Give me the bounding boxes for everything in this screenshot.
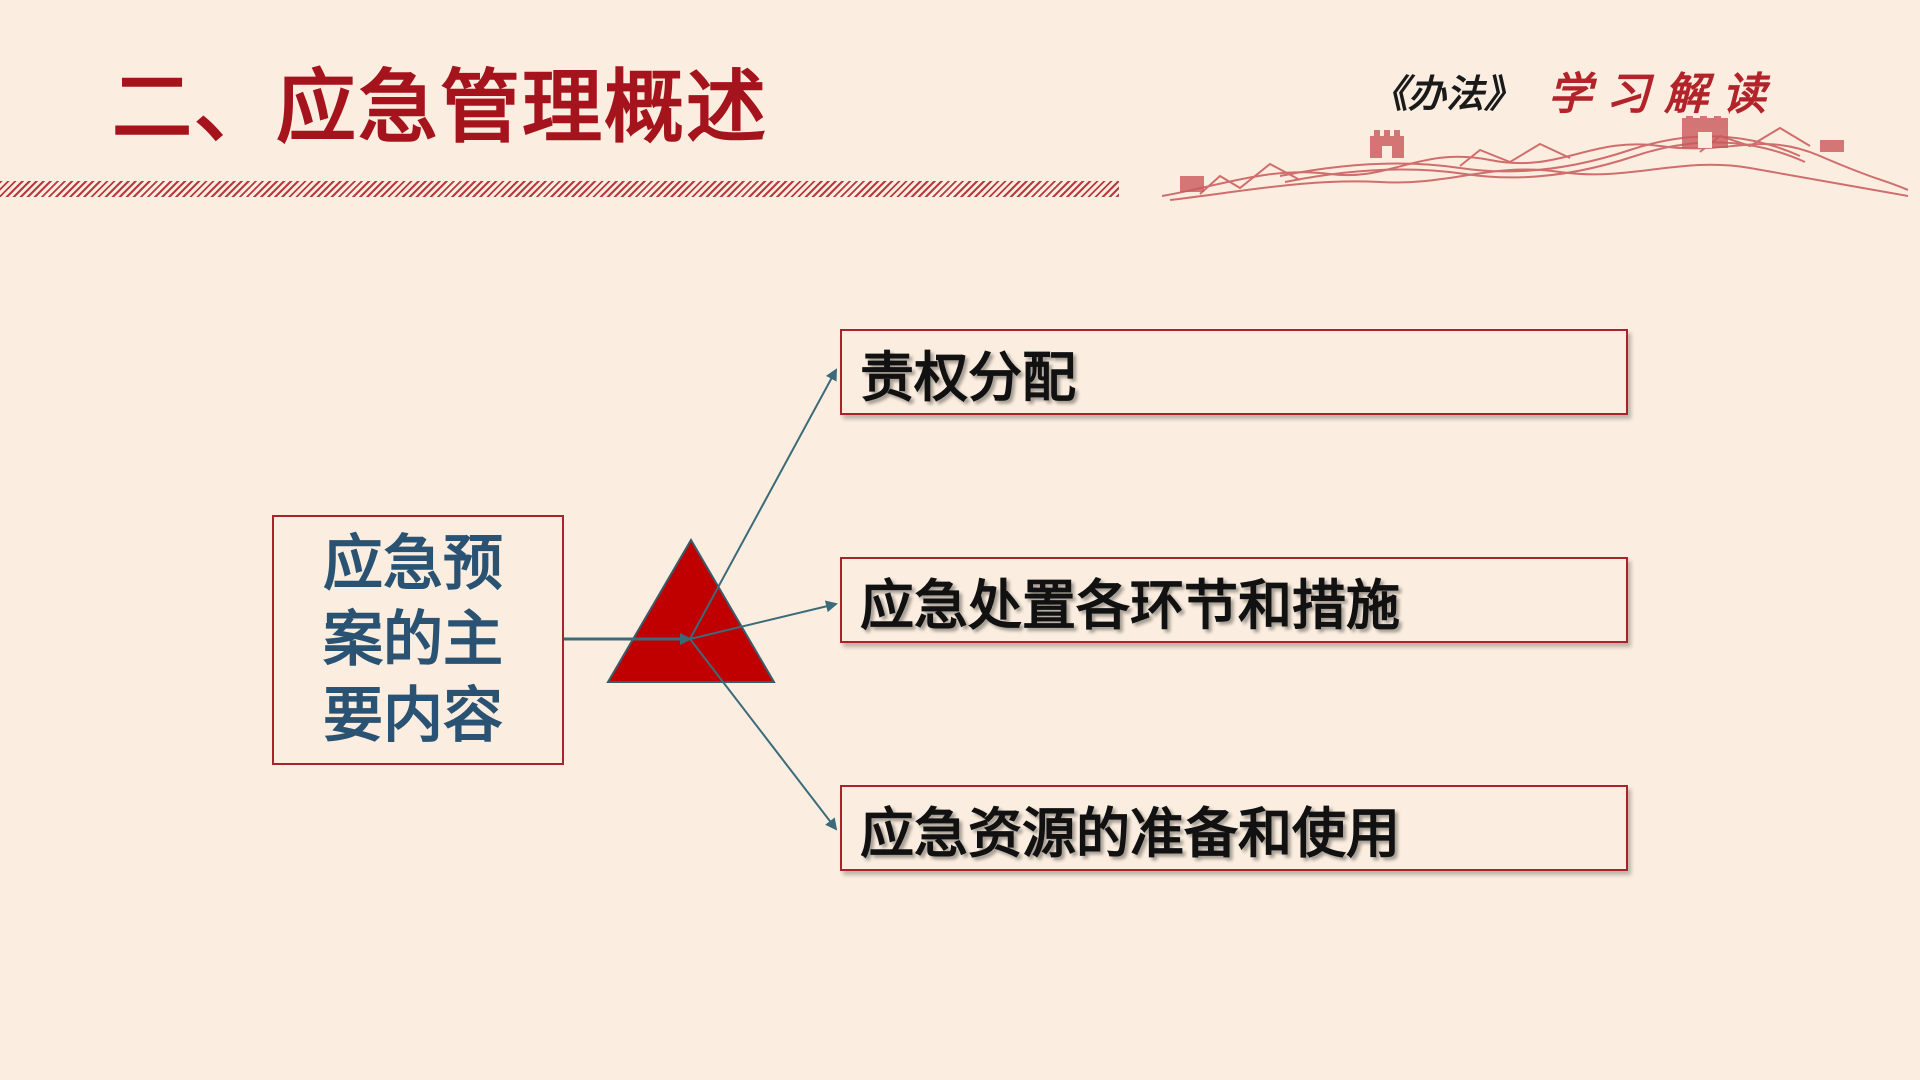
arrow-hub-to-target-1 — [689, 368, 837, 640]
target-label-3: 应急资源的准备和使用 — [860, 801, 1400, 865]
target-box-1: 责权分配 — [840, 329, 1628, 415]
target-label-1: 责权分配 — [860, 345, 1076, 409]
target-box-2: 应急处置各环节和措施 — [840, 557, 1628, 643]
title-hatch-divider — [0, 181, 1119, 197]
brand-label: 《办法》 学习解读 — [1370, 58, 1780, 122]
source-box: 应急预案的主要内容 — [272, 515, 564, 765]
brand-study: 学习解读 — [1548, 69, 1781, 120]
page-title: 二、应急管理概述 — [112, 61, 768, 154]
arrow-hub-to-target-2 — [689, 600, 838, 640]
arrow-hub-to-target-3 — [689, 638, 838, 831]
source-label: 应急预案的主要内容 — [323, 529, 503, 751]
triangle-shape — [606, 538, 776, 683]
target-box-3: 应急资源的准备和使用 — [840, 785, 1628, 871]
target-label-2: 应急处置各环节和措施 — [860, 573, 1400, 637]
great-wall-illustration — [1161, 116, 1909, 201]
brand-quote: 《办法》 — [1370, 70, 1523, 116]
